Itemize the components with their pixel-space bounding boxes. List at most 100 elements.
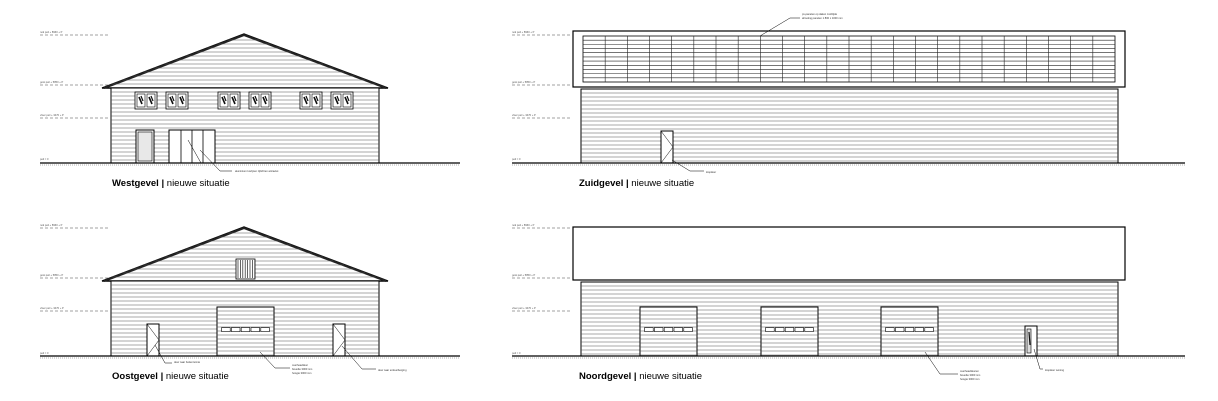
window-reflection xyxy=(231,96,236,105)
overhead-door-window xyxy=(683,327,693,332)
side-door xyxy=(660,130,674,164)
level-label-eaves: goot peil + 5850 + P xyxy=(512,273,535,277)
caption-east: Oostgevel | nieuwe situatie xyxy=(112,371,229,382)
leader-line xyxy=(671,159,704,172)
level-label-floor: vloer peil + 3470 + P xyxy=(40,306,64,310)
level-label-floor: vloer peil + 3470 + P xyxy=(512,306,536,310)
side-door xyxy=(146,323,160,357)
overhead-door-window xyxy=(904,327,915,332)
level-label-ridge: nok peil + 8960 + P xyxy=(40,30,63,34)
overhead-door-window xyxy=(794,327,804,332)
overhead-door-window xyxy=(644,327,654,332)
overhead-door-window xyxy=(804,327,814,332)
window-reflection xyxy=(303,96,308,105)
window-reflection xyxy=(336,95,340,102)
door-swing-line xyxy=(332,339,346,357)
level-label-floor: vloer peil + 3470 + P xyxy=(40,113,64,117)
overhead-door-window xyxy=(250,327,260,332)
window-reflection xyxy=(344,96,349,105)
level-label-ground: peil = 0 xyxy=(40,157,49,161)
note-east-overhead-3: hoogte 3000 mm xyxy=(292,371,311,375)
leader-line xyxy=(154,344,172,364)
window-reflection xyxy=(315,95,319,102)
note-south-solar-1: pv-panelen op daken zuidzijde xyxy=(802,12,838,16)
window-reflection xyxy=(150,95,154,102)
level-label-eaves: goot peil + 5850 + P xyxy=(40,273,63,277)
leader-line xyxy=(759,17,800,37)
overhead-door-window xyxy=(914,327,924,332)
note-east-overhead-2: breedte 3000 mm xyxy=(292,367,312,371)
door-swing-line xyxy=(660,146,674,164)
window-reflection xyxy=(334,96,339,105)
roof-outline xyxy=(572,226,1126,281)
window-reflection xyxy=(305,95,309,102)
level-label-eaves: goot peil + 5850 + P xyxy=(40,80,63,84)
caption-south: Zuidgevel | nieuwe situatie xyxy=(579,178,694,189)
level-label-ground: peil = 0 xyxy=(512,351,521,355)
south-elevation xyxy=(512,17,1185,172)
level-label-ground: peil = 0 xyxy=(512,157,521,161)
level-label-ridge: nok peil + 8960 + P xyxy=(512,30,535,34)
overhead-door-window xyxy=(765,327,775,332)
window-reflection xyxy=(169,96,174,105)
note-south-door: loopdeur xyxy=(706,170,716,174)
door-swing-line xyxy=(187,139,202,164)
overhead-door-window xyxy=(885,327,895,332)
window-reflection xyxy=(252,96,257,105)
leader-line xyxy=(341,345,376,370)
level-label-floor: vloer peil + 3470 + P xyxy=(512,113,536,117)
door-glass xyxy=(1026,328,1032,354)
overhead-door-window xyxy=(240,327,251,332)
door-glass xyxy=(137,131,153,162)
window-reflection xyxy=(140,95,144,102)
window-reflection xyxy=(148,96,153,105)
level-label-ground: peil = 0 xyxy=(40,351,49,355)
door-swing-line xyxy=(146,323,160,341)
note-east-overhead: overheaddeur xyxy=(292,363,308,367)
north-elevation xyxy=(512,226,1185,375)
window-reflection xyxy=(221,96,226,105)
overhead-door-window xyxy=(221,327,231,332)
leader-line xyxy=(924,351,958,375)
side-door xyxy=(332,323,346,357)
leader-line xyxy=(199,149,232,172)
west-elevation xyxy=(40,33,460,172)
window-reflection xyxy=(233,95,237,102)
overhead-door-window xyxy=(784,327,795,332)
window-reflection xyxy=(262,96,267,105)
leader-line xyxy=(259,351,290,369)
east-elevation xyxy=(40,226,460,370)
window-reflection xyxy=(138,96,143,105)
overhead-door-window xyxy=(231,327,241,332)
note-north-overhead-2: breedte 3000 mm xyxy=(960,373,980,377)
caption-north: Noordgevel | nieuwe situatie xyxy=(579,371,702,382)
note-east-door: deur naar buitenruimte xyxy=(174,360,201,364)
door-swing-line xyxy=(660,130,674,148)
overhead-door-window xyxy=(775,327,785,332)
door-swing-line xyxy=(332,323,346,341)
window-reflection xyxy=(1028,331,1031,346)
note-east-door2: deur naar entree/berging xyxy=(378,368,407,372)
level-label-eaves: goot peil + 5850 + P xyxy=(512,80,535,84)
caption-west: Westgevel | nieuwe situatie xyxy=(112,178,230,189)
overhead-door-window xyxy=(654,327,664,332)
window-reflection xyxy=(264,95,268,102)
level-label-ridge: nok peil + 8960 + P xyxy=(512,223,535,227)
window-reflection xyxy=(313,96,318,105)
window-reflection xyxy=(254,95,258,102)
overhead-door-window xyxy=(260,327,270,332)
overhead-door-window xyxy=(673,327,683,332)
level-label-ridge: nok peil + 8960 + P xyxy=(40,223,63,227)
leader-line xyxy=(1033,348,1043,370)
note-north-overhead-3: hoogte 3000 mm xyxy=(960,377,979,381)
window-reflection xyxy=(346,95,350,102)
overhead-door-window xyxy=(895,327,905,332)
door-swing-line xyxy=(146,339,160,357)
window-reflection xyxy=(179,96,184,105)
note-north-overhead: overheaddeuren xyxy=(960,369,979,373)
note-west-windows: aluminium kozijnen zijlichten antraciet xyxy=(235,169,279,173)
window-reflection xyxy=(223,95,227,102)
note-south-solar-2: afmeting panelen 1 800 x 1000 mm xyxy=(802,16,843,20)
window-reflection xyxy=(171,95,175,102)
